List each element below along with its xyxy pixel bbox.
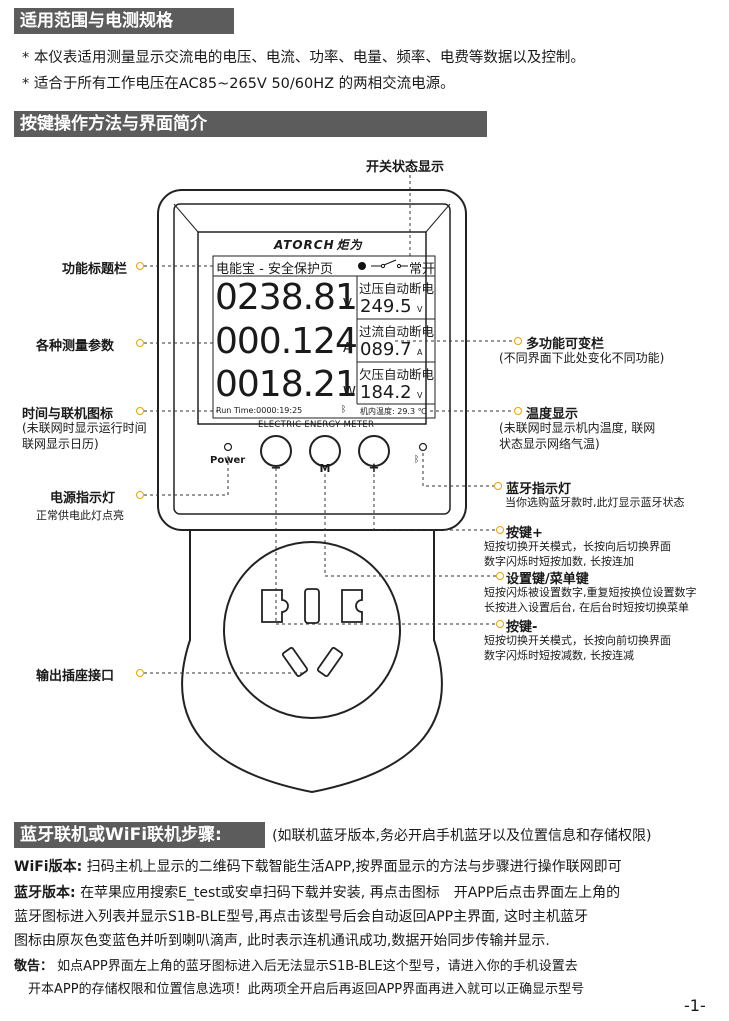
section-title-connect: 蓝牙联机或WiFi联机步骤: bbox=[14, 822, 265, 848]
callout-temp-sub-1: (未联网时显示机内温度, 联网 bbox=[499, 421, 656, 435]
callout-switch-status: 开关状态显示 bbox=[366, 160, 445, 175]
callout-key-m-sub-2: 长按进入设置后台, 在后台时短按切换菜单 bbox=[484, 601, 689, 614]
callout-key-plus: 按键+ bbox=[506, 526, 543, 541]
callout-temp-sub-2: 状态显示网络气温) bbox=[499, 437, 600, 451]
connect-note: (如联机蓝牙版本,务必开启手机蓝牙以及位置信息和存储权限) bbox=[272, 828, 652, 844]
callout-dot bbox=[136, 407, 144, 415]
wifi-line: WiFi版本: 扫码主机上显示的二维码下载智能生活APP,按界面显示的方法与步骤… bbox=[14, 856, 622, 876]
meter-label: ELECTRIC ENERGY METER bbox=[258, 420, 375, 430]
wifi-label: WiFi版本: bbox=[14, 859, 83, 875]
scope-line-1: * 本仪表适用测量显示交流电的电压、电流、功率、电量、频率、电费等数据以及控制。 bbox=[22, 50, 585, 66]
callout-key-m: 设置键/菜单键 bbox=[506, 572, 589, 587]
callout-dot bbox=[136, 262, 144, 270]
overvolt-unit: V bbox=[417, 305, 423, 314]
notice-line-1: 敬告： 如点APP界面左上角的蓝牙图标进入后无法显示S1B-BLE这个型号，请进… bbox=[14, 955, 578, 974]
undervolt-label: 欠压自动断电 bbox=[359, 367, 435, 382]
callout-key-plus-sub-1: 短按切换开关模式，长按向后切换界面 bbox=[484, 540, 671, 553]
callout-dot bbox=[514, 337, 522, 345]
notice-label: 敬告： bbox=[14, 959, 54, 974]
overvolt-value: 249.5 bbox=[360, 296, 412, 317]
overvolt-label: 过压自动断电 bbox=[359, 281, 435, 296]
bluetooth-icon: ᛒ bbox=[341, 405, 347, 415]
overcurrent-unit: A bbox=[417, 348, 423, 357]
power-unit: W bbox=[343, 385, 356, 400]
callout-key-minus-sub-2: 数字闪烁时短按减数, 长按连减 bbox=[484, 649, 634, 662]
callout-dot bbox=[514, 407, 522, 415]
undervolt-value: 184.2 bbox=[360, 382, 412, 403]
callout-title-bar: 功能标题栏 bbox=[62, 262, 128, 277]
internal-temp: 机内温度: 29.3 ℃ bbox=[360, 407, 427, 416]
notice-text-1: 如点APP界面左上角的蓝牙图标进入后无法显示S1B-BLE这个型号，请进入你的手… bbox=[57, 959, 578, 974]
run-time: Run Time:0000:19:25 bbox=[216, 406, 303, 415]
callout-dot bbox=[496, 620, 504, 628]
bluetooth-text-2: 蓝牙图标进入列表并显示S1B-BLE型号,再点击该型号后会自动返回APP主界面,… bbox=[14, 909, 589, 925]
current-unit: A bbox=[343, 341, 352, 356]
brand-cn: 炬为 bbox=[336, 238, 363, 252]
callout-socket: 输出插座接口 bbox=[36, 669, 115, 684]
callout-time-sub-1: (未联网时显示运行时间 bbox=[22, 421, 147, 435]
overcurrent-value: 089.7 bbox=[360, 339, 412, 360]
callout-key-minus-sub-1: 短按切换开关模式，长按向前切换界面 bbox=[484, 634, 671, 647]
section-title-scope: 适用范围与电测规格 bbox=[14, 8, 234, 34]
switch-mode: 常开 bbox=[409, 262, 436, 277]
callout-multi-bar-sub: (不同界面下此处变化不同功能) bbox=[499, 351, 665, 365]
callout-key-plus-sub-2: 数字闪烁时短按加数, 长按连加 bbox=[484, 555, 634, 568]
callout-dot bbox=[496, 572, 504, 580]
bluetooth-led-icon: ᛒ bbox=[414, 455, 420, 465]
callout-key-m-sub-1: 短按闪烁被设置数字,重复短按换位设置数字 bbox=[484, 586, 697, 599]
minus-button[interactable]: − bbox=[270, 461, 282, 476]
voltage-unit: V bbox=[343, 297, 352, 312]
callout-dot bbox=[494, 482, 502, 490]
menu-button[interactable]: M bbox=[319, 462, 331, 475]
screen-title: 电能宝 - 安全保护页 bbox=[216, 262, 333, 277]
section3-header: 蓝牙联机或WiFi联机步骤: (如联机蓝牙版本,务必开启手机蓝牙以及位置信息和存… bbox=[14, 822, 651, 848]
overcurrent-label: 过流自动断电 bbox=[359, 324, 435, 339]
wifi-text: 扫码主机上显示的二维码下载智能生活APP,按界面显示的方法与步骤进行操作联网即可 bbox=[86, 859, 622, 875]
callout-time-icon: 时间与联机图标 bbox=[22, 407, 114, 422]
callout-bt-led: 蓝牙指示灯 bbox=[506, 482, 572, 497]
bluetooth-label: 蓝牙版本: bbox=[14, 885, 76, 901]
bt-line-1: 蓝牙版本: 在苹果应用搜索E_test或安卓扫码下载并安装, 再点击图标 开AP… bbox=[14, 882, 620, 902]
callout-params: 各种测量参数 bbox=[36, 339, 115, 354]
notice-text-2: 开本APP的存储权限和位置信息选项！此两项全开启后再返回APP界面再进入就可以正… bbox=[28, 982, 585, 997]
plus-button[interactable]: + bbox=[368, 461, 380, 476]
callout-temp: 温度显示 bbox=[526, 407, 579, 422]
callout-power-led-sub: 正常供电此灯点亮 bbox=[36, 509, 124, 522]
section-title-operation: 按键操作方法与界面简介 bbox=[14, 111, 487, 137]
power-label: Power bbox=[210, 455, 246, 466]
callout-bt-led-sub: 当你选购蓝牙款时,此灯显示蓝牙状态 bbox=[505, 496, 685, 509]
callout-dot bbox=[136, 669, 144, 677]
callout-dot bbox=[136, 339, 144, 347]
current-value: 000.124 bbox=[215, 321, 358, 362]
bluetooth-text-1: 在苹果应用搜索E_test或安卓扫码下载并安装, 再点击图标 开APP后点击界面… bbox=[80, 885, 621, 901]
scope-line-2: * 适合于所有工作电压在AC85~265V 50/60HZ 的两相交流电源。 bbox=[22, 76, 455, 92]
callout-dot bbox=[136, 491, 144, 499]
callout-time-sub-2: 联网显示日历) bbox=[22, 437, 99, 451]
callout-dot bbox=[496, 526, 504, 534]
power-value: 0018.21 bbox=[215, 364, 358, 405]
undervolt-unit: V bbox=[417, 391, 423, 400]
callout-key-minus: 按键- bbox=[506, 620, 538, 635]
voltage-value: 0238.81 bbox=[215, 277, 358, 318]
brand-name: ATORCH bbox=[274, 238, 335, 252]
bluetooth-text-3: 图标由原灰色变蓝色并听到喇叭滴声, 此时表示连机通讯成功,数据开始同步传输并显示… bbox=[14, 933, 550, 949]
page-number: -1- bbox=[684, 996, 706, 1015]
callout-multi-bar: 多功能可变栏 bbox=[526, 337, 605, 352]
callout-power-led: 电源指示灯 bbox=[50, 491, 116, 506]
